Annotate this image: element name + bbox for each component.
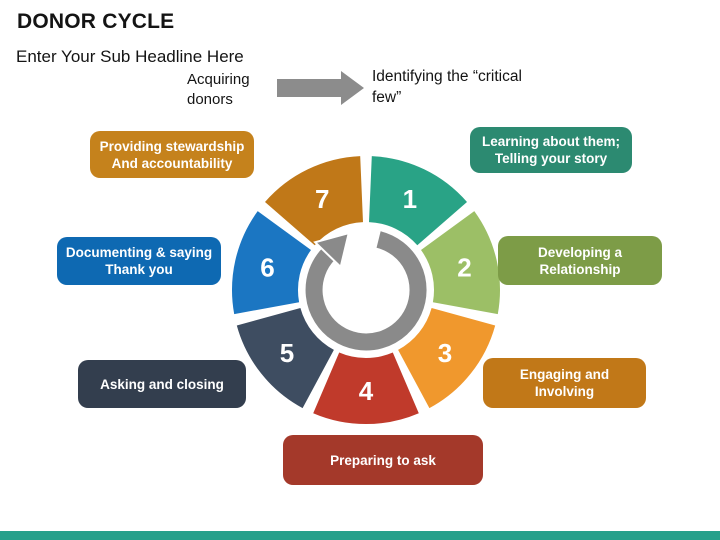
cycle-arrowhead-icon: [313, 231, 351, 269]
wedge-number-1: 1: [403, 184, 417, 214]
segment-label-line: Developing a: [537, 244, 623, 260]
flow-arrow-icon: [277, 71, 364, 105]
segment-label-line: Providing stewardship: [99, 138, 245, 154]
segment-label-line: And accountability: [111, 155, 233, 171]
wedge-number-6: 6: [260, 253, 274, 283]
segment-label-line: Relationship: [539, 261, 621, 277]
wedge-number-7: 7: [315, 184, 329, 214]
wedge-7: [265, 156, 363, 246]
segment-label-2: Developing a Relationship: [498, 236, 662, 285]
wedge-4: [313, 352, 419, 425]
annotation-critical-few: Identifying the “critical few”: [372, 68, 522, 106]
cycle-wheel: 1 2 3 4 5 6 7: [232, 156, 500, 425]
segment-label-6: Documenting & saying Thank you: [57, 237, 221, 285]
segment-label-line: Documenting & saying: [65, 245, 213, 260]
wedge-number-4: 4: [359, 376, 374, 406]
wedge-2: [421, 211, 500, 315]
wedge-3: [398, 308, 496, 409]
wedge-number-5: 5: [280, 338, 294, 368]
annotation-line: donors: [187, 91, 233, 108]
wedge-number-2: 2: [457, 253, 471, 283]
wedge-6: [232, 211, 311, 315]
segment-label-1: Learning about them; Telling your story: [470, 127, 632, 173]
segment-label-line: Engaging and: [519, 367, 610, 382]
segment-label-line: Involving: [534, 384, 595, 399]
segment-label-line: Preparing to ask: [330, 452, 436, 468]
cycle-ring-icon: [305, 231, 427, 351]
annotation-line: Acquiring: [187, 71, 250, 88]
wedge-5: [236, 308, 334, 409]
segment-label-line: Thank you: [105, 262, 173, 277]
segment-label-3: Engaging and Involving: [483, 358, 646, 408]
segment-label-7: Providing stewardship And accountability: [90, 131, 254, 178]
page-title: DONOR CYCLE: [17, 10, 175, 33]
annotation-acquiring-donors: Acquiring donors: [187, 70, 250, 110]
sub-headline: Enter Your Sub Headline Here: [16, 47, 244, 66]
bottom-accent-bar: [0, 531, 720, 540]
segment-label-line: Learning about them;: [482, 134, 620, 149]
wedge-number-3: 3: [438, 338, 452, 368]
segment-label-line: Asking and closing: [100, 376, 224, 392]
segment-label-4: Preparing to ask: [283, 435, 483, 485]
segment-label-5: Asking and closing: [78, 360, 246, 408]
segment-label-line: Telling your story: [494, 151, 608, 166]
wedge-1: [369, 156, 467, 246]
